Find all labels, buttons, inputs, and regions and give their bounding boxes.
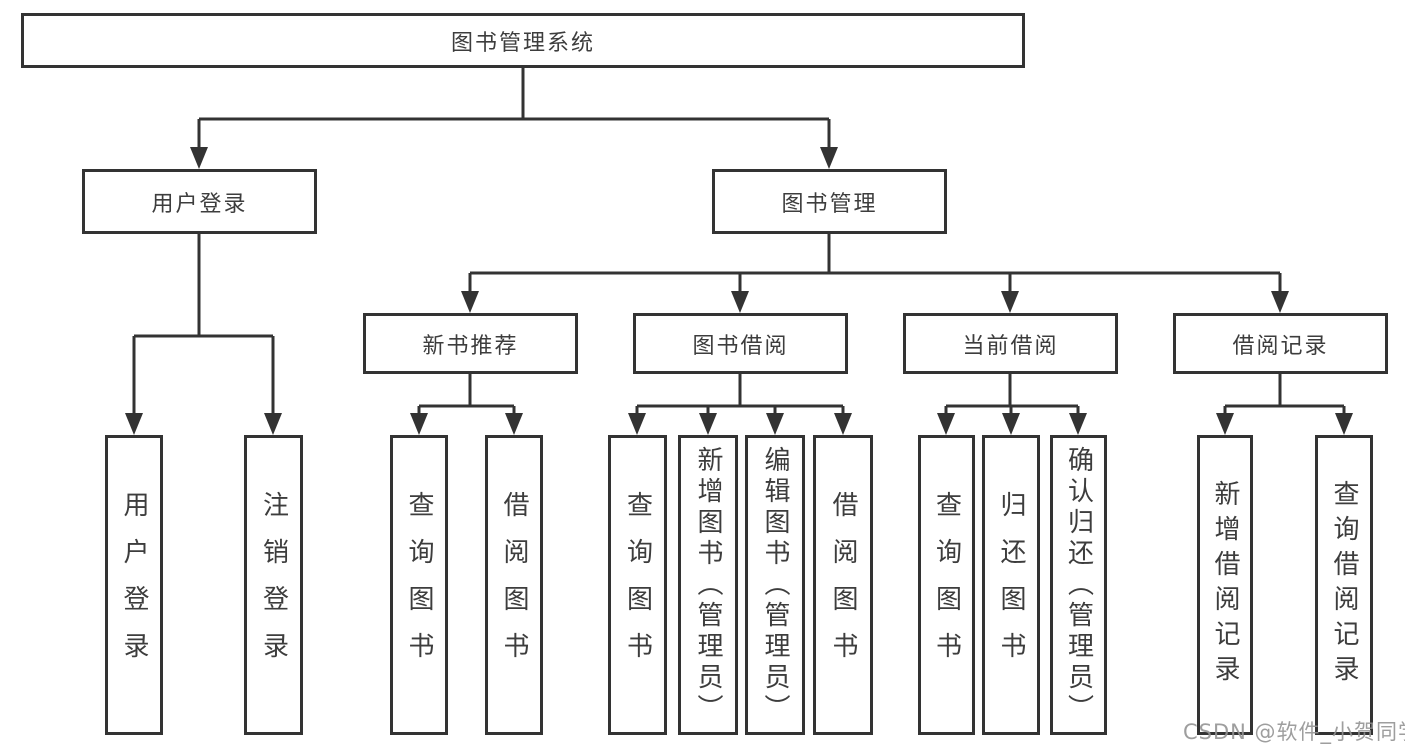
node-user-login: 用户登录 — [105, 435, 163, 735]
node-new-book-recommend: 新书推荐 — [363, 313, 578, 374]
node-query-books-current: 查询图书 — [918, 435, 975, 735]
node-edit-books-admin: 编辑图书（管理员） — [745, 435, 805, 735]
node-borrowing-records: 借阅记录 — [1173, 313, 1388, 374]
node-query-borrow-record: 查询借阅记录 — [1315, 435, 1373, 735]
node-book-borrowing: 图书借阅 — [633, 313, 848, 374]
node-current-borrowing: 当前借阅 — [903, 313, 1118, 374]
node-user-login-module: 用户登录 — [82, 169, 317, 234]
csdn-watermark: CSDN @软件_小贺同学 — [1183, 720, 1405, 744]
node-query-books-borrowing: 查询图书 — [608, 435, 667, 735]
node-confirm-return-admin: 确认归还（管理员） — [1050, 435, 1107, 735]
tree-edges — [132, 67, 1346, 415]
node-return-books: 归还图书 — [982, 435, 1040, 735]
node-borrow-books-borrowing: 借阅图书 — [813, 435, 873, 735]
node-borrow-books-recommend: 借阅图书 — [485, 435, 543, 735]
node-library-system: 图书管理系统 — [21, 13, 1025, 68]
arrowheads — [125, 147, 1353, 435]
node-add-books-admin: 新增图书（管理员） — [678, 435, 738, 735]
node-book-management: 图书管理 — [712, 169, 947, 234]
node-query-books-recommend: 查询图书 — [390, 435, 448, 735]
node-add-borrow-record: 新增借阅记录 — [1197, 435, 1253, 735]
node-logout-login: 注销登录 — [244, 435, 303, 735]
